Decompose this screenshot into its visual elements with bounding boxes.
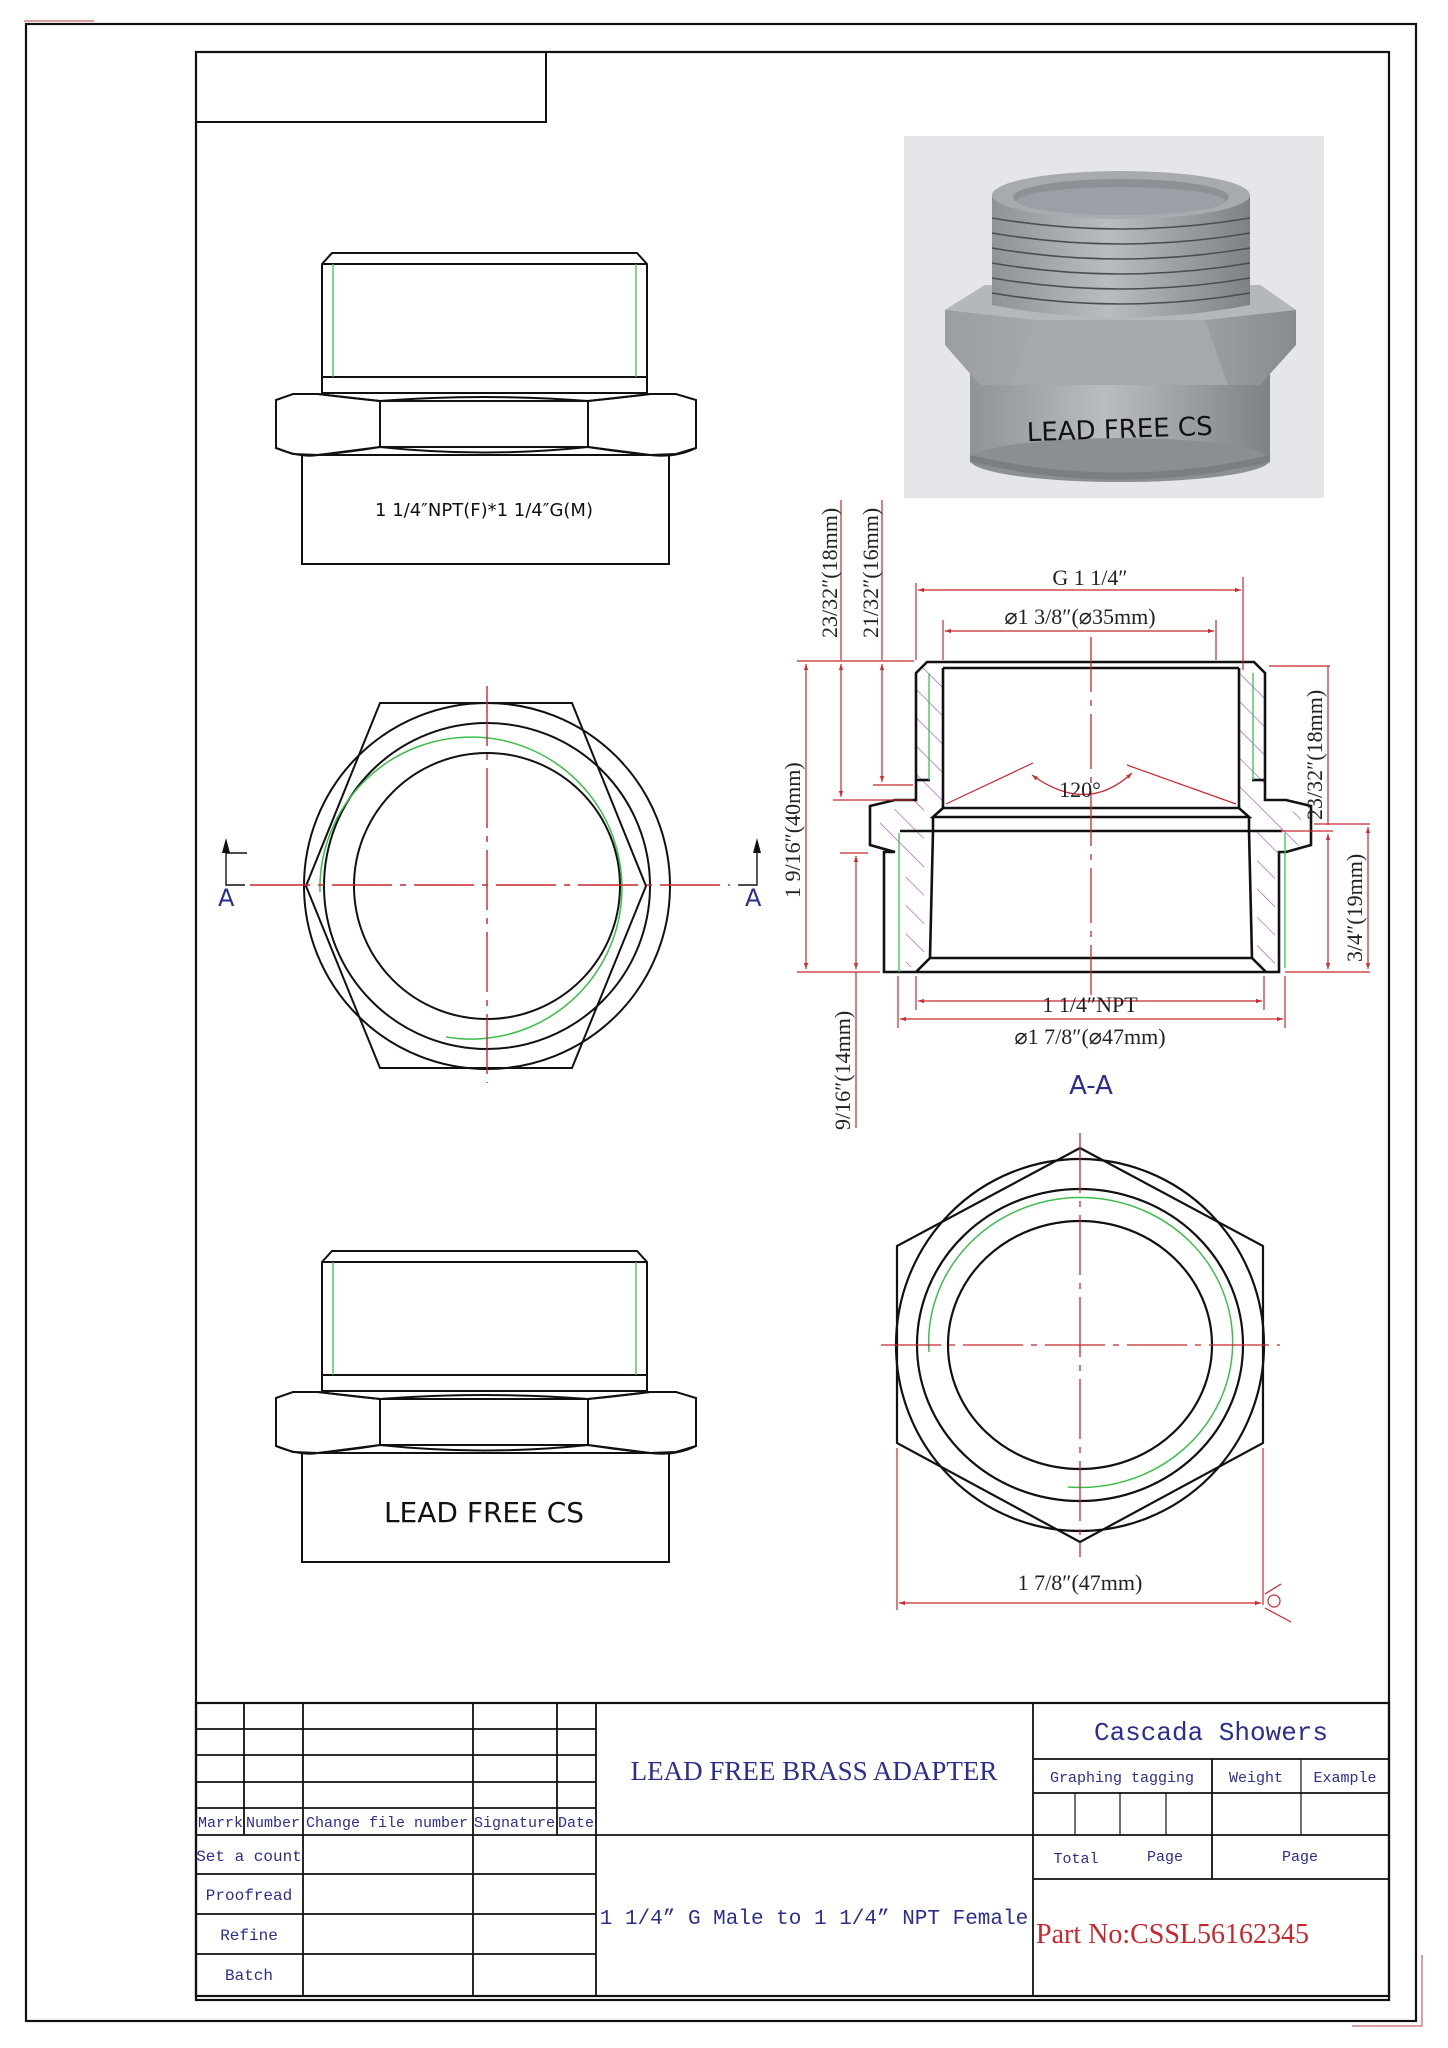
part-number: Part No:CSSL56162345 bbox=[1036, 1919, 1309, 1950]
header-change-file-number: Change file number bbox=[306, 1815, 468, 1832]
label-page-left: Page bbox=[1147, 1849, 1183, 1866]
dim-bore-diameter: ⌀1 3/8″(⌀35mm) bbox=[1004, 604, 1155, 629]
dim-across-flats: 1 7/8″(47mm) bbox=[1018, 1570, 1143, 1595]
approval-batch: Batch bbox=[225, 1967, 273, 1985]
dim-outer-diameter: ⌀1 7/8″(⌀47mm) bbox=[1014, 1024, 1165, 1049]
angle-dimension: 120° bbox=[1059, 777, 1101, 802]
drawing-title: LEAD FREE BRASS ADAPTER bbox=[631, 1756, 998, 1786]
dim-bottom-14mm: 9/16″(14mm) bbox=[830, 1011, 855, 1130]
dim-overall-length: 1 9/16″(40mm) bbox=[780, 762, 805, 898]
header-number: Number bbox=[246, 1815, 300, 1832]
end-view-hex bbox=[222, 686, 761, 1083]
dim-right-19mm: 3/4″(19mm) bbox=[1342, 854, 1367, 962]
label-example: Example bbox=[1313, 1770, 1376, 1787]
approval-set-a-count: Set a count bbox=[196, 1848, 302, 1866]
section-label: A-A bbox=[1069, 1071, 1113, 1101]
approval-refine: Refine bbox=[220, 1927, 278, 1945]
approval-rows: Set a count Proofread Refine Batch bbox=[196, 1848, 302, 1985]
label-total: Total bbox=[1053, 1851, 1098, 1868]
inner-border bbox=[194, 50, 1391, 2002]
label-graphing-tagging: Graphing tagging bbox=[1050, 1770, 1194, 1787]
side-view-bottom bbox=[275, 1250, 697, 1563]
section-marker-right: A bbox=[745, 884, 762, 912]
approval-proofread: Proofread bbox=[206, 1887, 292, 1905]
side-view-top bbox=[275, 252, 697, 565]
product-photo: LEAD FREE CS bbox=[904, 136, 1324, 498]
outer-border bbox=[24, 22, 1418, 2023]
label-page-right: Page bbox=[1282, 1849, 1318, 1866]
label-weight: Weight bbox=[1229, 1770, 1283, 1787]
side-view-top-label: 1 1/4″NPT(F)*1 1/4″G(M) bbox=[375, 500, 593, 521]
top-left-blank-box bbox=[195, 51, 547, 123]
sheet-frame bbox=[24, 20, 1423, 2027]
header-marrk: Marrk bbox=[198, 1815, 243, 1832]
hex-front-view: 1 7/8″(47mm) bbox=[881, 1133, 1292, 1623]
dim-npt: 1 1/4″NPT bbox=[1042, 992, 1138, 1017]
side-view-bottom-label: LEAD FREE CS bbox=[384, 1496, 584, 1529]
dim-left-16mm: 21/32″(16mm) bbox=[858, 508, 883, 638]
header-date: Date bbox=[558, 1815, 594, 1832]
section-marker-left: A bbox=[218, 884, 235, 912]
dim-right-18mm: 23/32″(18mm) bbox=[1302, 690, 1327, 820]
revision-header-row: Marrk Number Change file number Signatur… bbox=[198, 1815, 594, 1832]
corner-mark bbox=[1352, 1955, 1423, 2027]
drawing-description: 1 1/4” G Male to 1 1/4” NPT Female bbox=[600, 1908, 1028, 1931]
dim-left-18mm: 23/32″(18mm) bbox=[817, 508, 842, 638]
dim-thread-g: G 1 1/4″ bbox=[1052, 565, 1127, 590]
photo-marking: LEAD FREE CS bbox=[1026, 412, 1213, 448]
section-view-a-a: 120° bbox=[780, 500, 1371, 1130]
header-signature: Signature bbox=[474, 1815, 555, 1832]
title-block bbox=[194, 1701, 1391, 1998]
company-name: Cascada Showers bbox=[1094, 1718, 1328, 1748]
